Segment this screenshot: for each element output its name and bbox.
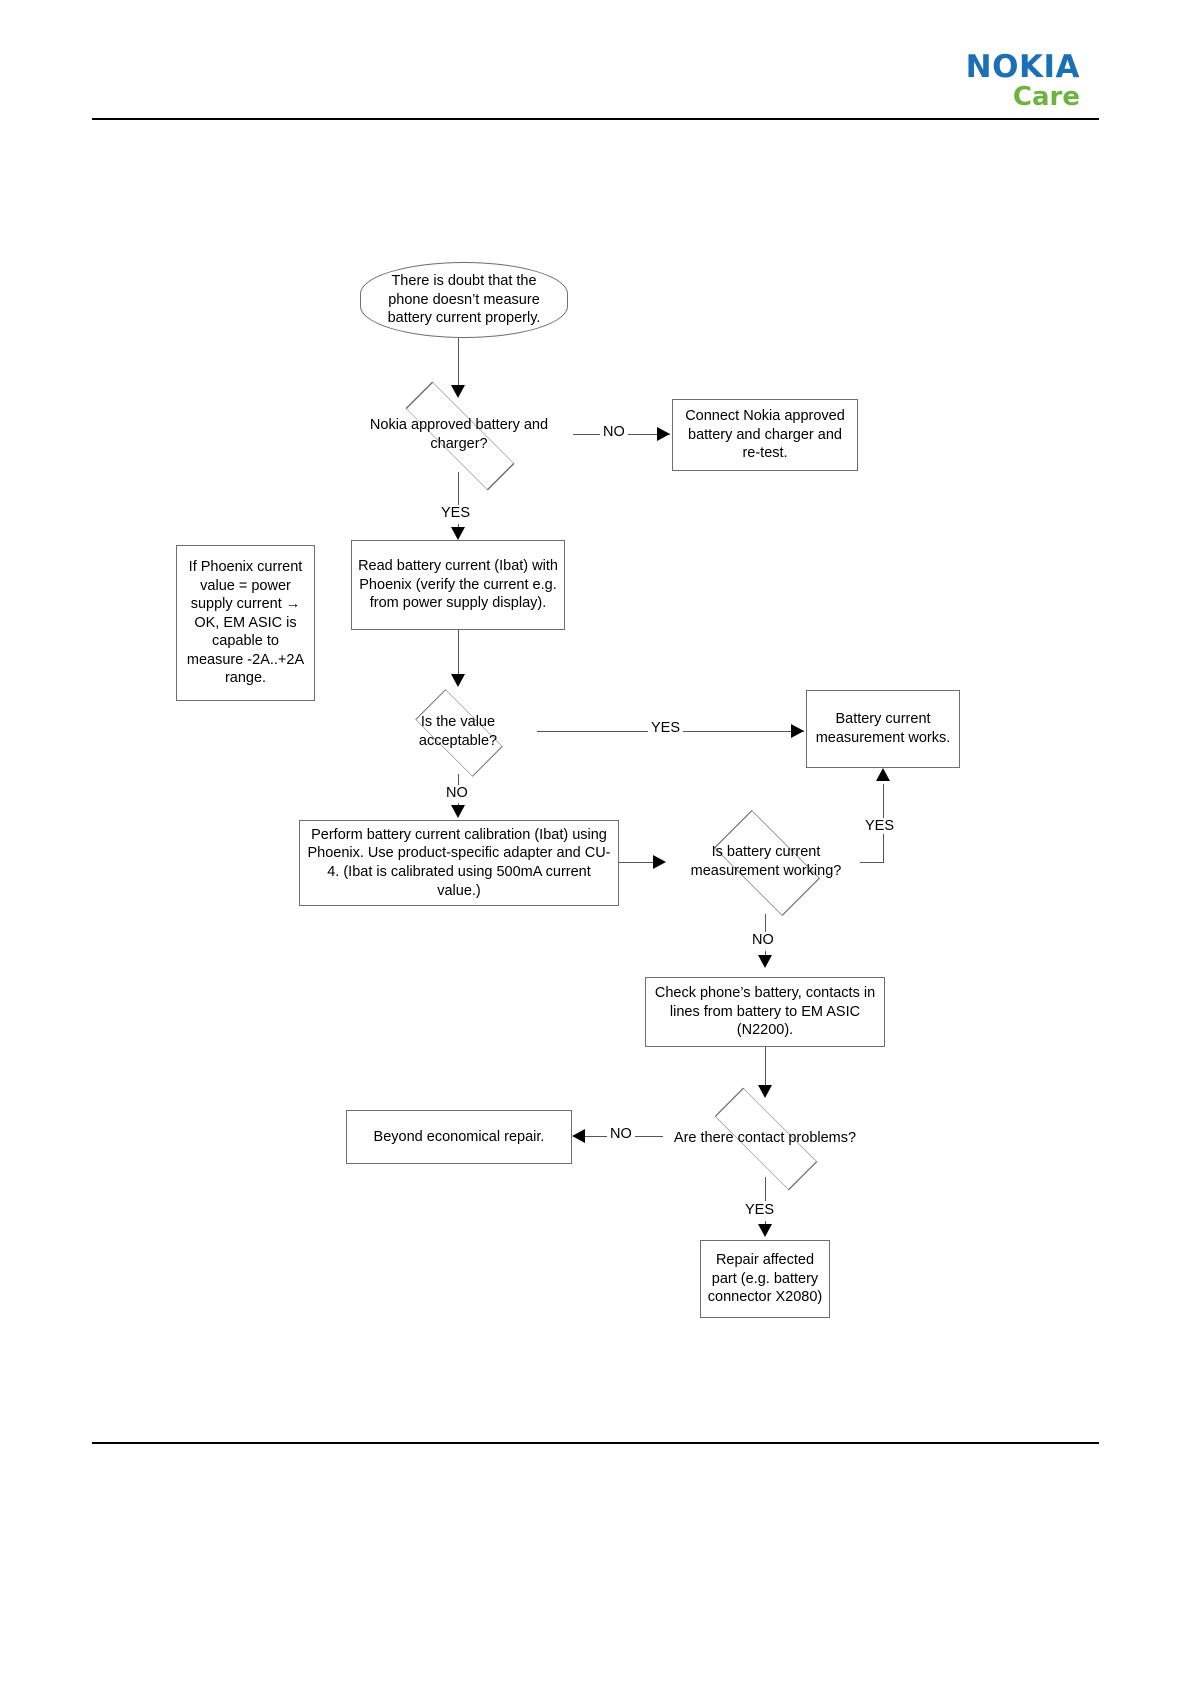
connector-check-to-contacts bbox=[765, 1047, 766, 1088]
phoenix-current-note-box: If Phoenix current value = power supply … bbox=[176, 545, 315, 701]
decision-contacts-label: Are there contact problems? bbox=[673, 1129, 857, 1146]
edge-label-contacts-yes: YES bbox=[742, 1202, 778, 1218]
connector-working-no-upper bbox=[765, 914, 766, 932]
arrowhead-working-yes bbox=[876, 768, 890, 781]
nokia-wordmark: NOKIA bbox=[965, 49, 1080, 85]
perform-calibration-box: Perform battery current calibration (Iba… bbox=[299, 820, 619, 906]
decision-value-label: Is the value acceptable? bbox=[418, 714, 498, 749]
decision-value-acceptable: Is the value acceptable? bbox=[379, 689, 537, 777]
edge-label-approved-yes: YES bbox=[438, 505, 474, 521]
arrowhead-start-to-approved bbox=[451, 385, 465, 398]
edge-label-working-yes: YES bbox=[862, 818, 898, 834]
arrowhead-approved-no bbox=[657, 427, 670, 441]
edge-label-approved-no: NO bbox=[600, 424, 628, 440]
connector-start-to-approved bbox=[458, 338, 459, 388]
arrowhead-working-no bbox=[758, 955, 772, 968]
beyond-economical-repair-box: Beyond economical repair. bbox=[346, 1110, 572, 1164]
connector-working-no-lower bbox=[765, 951, 766, 958]
connector-calibrate-to-working bbox=[619, 862, 659, 863]
decision-contact-problems: Are there contact problems? bbox=[663, 1087, 867, 1191]
measurement-works-box: Battery current measurement works. bbox=[806, 690, 960, 768]
edge-label-working-no: NO bbox=[749, 932, 777, 948]
repair-affected-part-box: Repair affected part (e.g. battery conne… bbox=[700, 1240, 830, 1318]
connector-value-no-upper bbox=[458, 774, 459, 786]
connector-read-to-value bbox=[458, 630, 459, 678]
arrowhead-approved-yes bbox=[451, 527, 465, 540]
connector-working-yes-horizontal bbox=[860, 862, 884, 863]
check-battery-contacts-box: Check phone’s battery, contacts in lines… bbox=[645, 977, 885, 1047]
decision-working-label: Is battery current measurement working? bbox=[690, 844, 842, 879]
arrowhead-value-no bbox=[451, 805, 465, 818]
footer-rule bbox=[92, 1442, 1099, 1444]
connect-approved-accessories-box: Connect Nokia approved battery and charg… bbox=[672, 399, 858, 471]
connector-approved-yes-upper bbox=[458, 472, 459, 505]
edge-label-value-yes: YES bbox=[648, 720, 684, 736]
arrowhead-calibrate-to-working bbox=[653, 855, 666, 869]
arrowhead-check-to-contacts bbox=[758, 1085, 772, 1098]
arrowhead-value-yes bbox=[791, 724, 804, 738]
decision-approved-battery-charger: Nokia approved battery and charger? bbox=[345, 381, 573, 491]
connector-contacts-yes-upper bbox=[765, 1177, 766, 1201]
arrowhead-contacts-no bbox=[572, 1129, 585, 1143]
edge-label-value-no: NO bbox=[443, 785, 471, 801]
decision-measurement-working: Is battery current measurement working? bbox=[672, 809, 860, 917]
decision-approved-label: Nokia approved battery and charger? bbox=[369, 417, 549, 452]
arrowhead-contacts-yes bbox=[758, 1224, 772, 1237]
arrowhead-read-to-value bbox=[451, 674, 465, 687]
care-wordmark: Care bbox=[1012, 82, 1080, 112]
header-rule bbox=[92, 118, 1099, 120]
read-battery-current-box: Read battery current (Ibat) with Phoenix… bbox=[351, 540, 565, 630]
nokia-care-logo: NOKIA Care bbox=[920, 49, 1080, 112]
start-terminator: There is doubt that the phone doesn’t me… bbox=[360, 262, 568, 338]
edge-label-contacts-no: NO bbox=[607, 1126, 635, 1142]
